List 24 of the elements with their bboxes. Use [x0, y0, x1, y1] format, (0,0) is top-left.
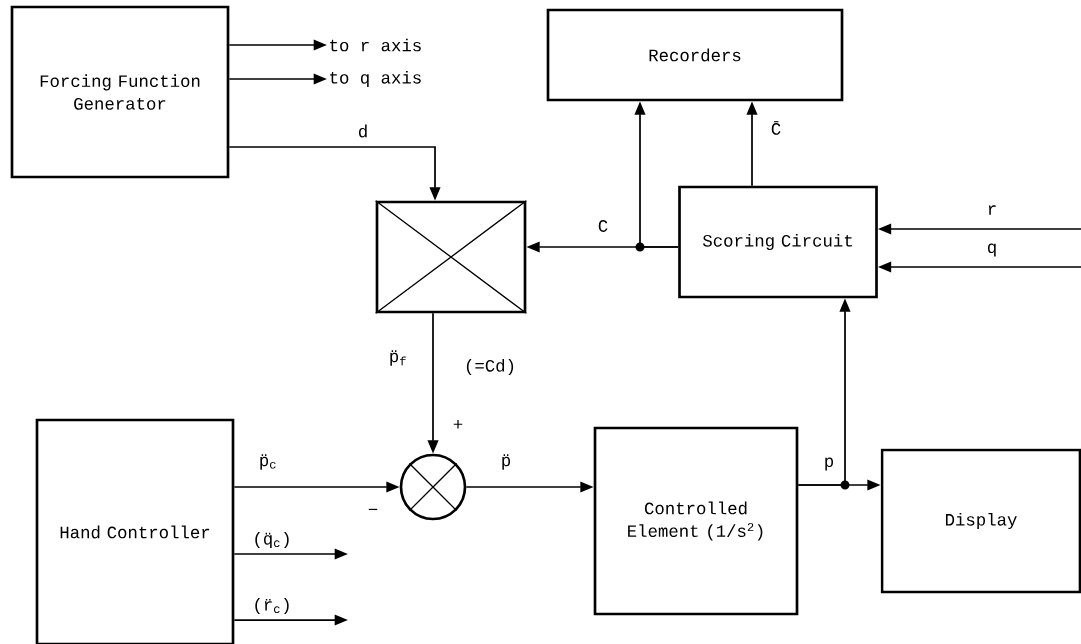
- process-box: Scoring Circuit: [678, 185, 878, 299]
- edge-label: q: [985, 242, 999, 258]
- edge-label: p̈: [499, 453, 513, 471]
- signal-sign: −: [368, 508, 378, 511]
- process-box: Hand Controller: [35, 418, 235, 644]
- multiplier-box: [375, 200, 527, 314]
- edge-label: r: [985, 204, 999, 216]
- signal-sign: +: [453, 420, 463, 429]
- process-box: Forcing Function Generator: [10, 5, 230, 179]
- process-box: Display: [880, 448, 1081, 594]
- process-box: Controlled Element (1/s$^{2}$): [593, 426, 799, 616]
- edge-label: d: [356, 123, 370, 139]
- process-box: Recorders: [546, 8, 844, 102]
- edge-label: (r̈$_{c}$): [251, 596, 293, 616]
- signal-sign: (=Cd): [466, 358, 514, 376]
- signal-text: to q axis: [330, 70, 421, 88]
- edge-label: p̈$_{c}$: [257, 453, 279, 471]
- edge-label: C̄: [769, 119, 783, 137]
- signal-text: to r axis: [330, 38, 421, 52]
- edge-label: p: [822, 456, 836, 472]
- edge-label: (q̈$_{c}$): [251, 530, 293, 550]
- edge-label: p̈$_{f}$: [387, 349, 409, 367]
- summing-junction: [399, 453, 467, 521]
- edge-label: C: [596, 218, 610, 234]
